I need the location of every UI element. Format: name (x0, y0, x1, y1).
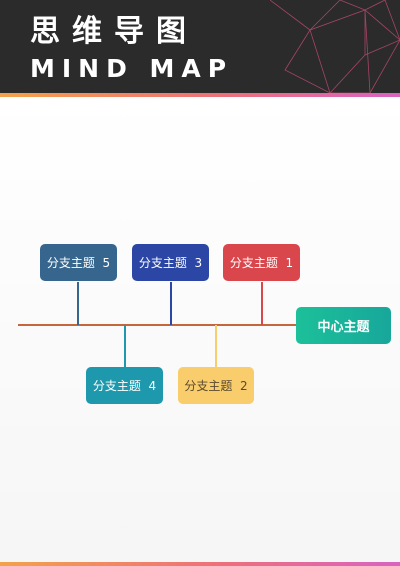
header-accent-bar (0, 93, 400, 97)
fishbone-spine (18, 324, 298, 326)
branch-node-label: 分支主题 4 (92, 379, 157, 393)
branch-node-label: 分支主题 5 (46, 256, 111, 270)
branch-node-3[interactable]: 分支主题 3 (132, 244, 209, 281)
page-title-english: MIND MAP (30, 54, 234, 83)
branch-node-label: 分支主题 2 (184, 379, 248, 393)
branch-node-1[interactable]: 分支主题 1 (223, 244, 300, 281)
central-topic-label: 中心主题 (317, 320, 370, 335)
connector-branch-5 (77, 282, 79, 325)
central-topic-node[interactable]: 中心主题 (296, 307, 391, 344)
footer-accent-bar (0, 562, 400, 566)
branch-node-2[interactable]: 分支主题 2 (178, 367, 254, 404)
connector-branch-3 (170, 282, 172, 325)
branch-node-label: 分支主题 1 (229, 256, 294, 270)
connector-branch-2 (215, 325, 217, 367)
page-title-chinese: 思维导图 (30, 14, 198, 49)
branch-node-5[interactable]: 分支主题 5 (40, 244, 117, 281)
branch-node-4[interactable]: 分支主题 4 (86, 367, 163, 404)
geometric-network-decoration (270, 0, 400, 93)
header-banner: 思维导图 MIND MAP (0, 0, 400, 93)
connector-branch-1 (261, 282, 263, 325)
branch-node-label: 分支主题 3 (138, 256, 203, 270)
connector-branch-4 (124, 325, 126, 367)
